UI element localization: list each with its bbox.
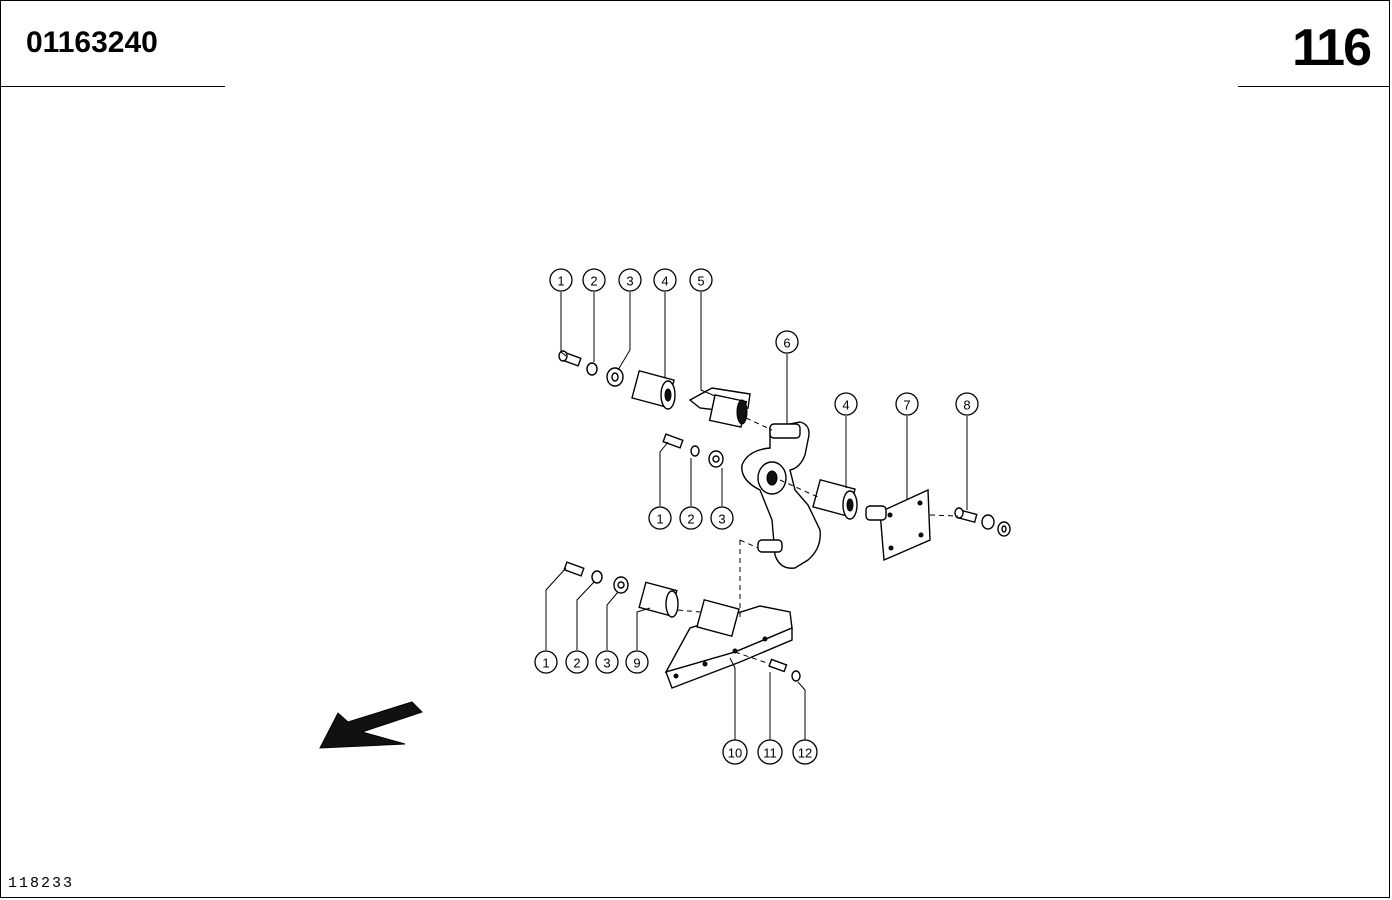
callout-part-4: 4 [834,392,858,416]
assembly-line [734,651,771,665]
leader-line [729,657,736,740]
svg-text:4: 4 [661,274,668,289]
nut-middle [708,450,724,468]
svg-text:9: 9 [633,656,640,671]
callout-part-11: 11 [757,739,783,765]
bolt-middle [662,433,684,449]
callout-part-7: 7 [895,392,919,416]
base-bracket [664,598,793,689]
callout-part-2: 2 [679,506,703,530]
leader-line [606,591,619,650]
svg-text:2: 2 [687,512,694,527]
callout-part-1: 1 [549,268,573,292]
swing-arm [741,421,821,569]
assembly-line [677,609,701,613]
assembly-line [779,479,821,499]
leader-line [617,292,631,371]
nut-upper [606,367,624,387]
callout-part-3: 3 [710,506,734,530]
svg-text:10: 10 [728,746,742,761]
bushing-upper [631,369,676,410]
callout-part-8: 8 [955,392,979,416]
bracket-upper [688,387,751,428]
svg-text:3: 3 [626,274,633,289]
callout-part-4: 4 [653,268,677,292]
callout-part-12: 12 [792,739,818,765]
callout-part-1: 1 [648,506,672,530]
leader-line [576,581,595,650]
bolt-lower [563,561,585,577]
callout-part-3: 3 [618,268,642,292]
bushing-lower [638,581,679,618]
bolt-right [954,507,978,524]
svg-text:1: 1 [656,512,663,527]
assembly-line [929,514,959,517]
svg-text:1: 1 [557,274,564,289]
leader-line [797,681,806,740]
svg-text:6: 6 [783,336,790,351]
svg-text:2: 2 [590,274,597,289]
drawing-id: 118233 [8,875,75,892]
doc-number: 01163240 [26,26,158,59]
assembly-line [739,539,759,549]
leader-line [659,441,669,506]
page-number: 116 [1292,19,1372,77]
callout-part-2: 2 [565,650,589,674]
svg-text:11: 11 [763,746,777,761]
svg-text:4: 4 [842,398,849,413]
washer-lower [591,570,603,584]
bolt-bracket [768,658,788,673]
assembly-line [745,417,773,431]
header-rule-left [0,86,225,87]
svg-text:7: 7 [903,398,910,413]
washer-upper [586,362,598,376]
callout-part-6: 6 [775,330,799,354]
svg-text:2: 2 [573,656,580,671]
callout-part-5: 5 [689,268,713,292]
nut-lower [613,576,629,594]
callout-part-1: 1 [534,650,558,674]
bushing-middle [812,478,858,520]
callout-part-9: 9 [625,650,649,674]
washer-middle [690,445,700,457]
leader-line [700,292,716,397]
leader-line [560,292,567,357]
callout-part-2: 2 [582,268,606,292]
washer-right [981,514,995,530]
svg-text:5: 5 [697,274,704,289]
svg-text:3: 3 [718,512,725,527]
svg-text:1: 1 [542,656,549,671]
arrow-down-left-icon [319,701,423,749]
leader-line [636,607,651,650]
washer-bracket [791,670,801,682]
mounting-plate [865,488,931,562]
svg-text:12: 12 [798,746,812,761]
svg-text:3: 3 [603,656,610,671]
callout-part-3: 3 [595,650,619,674]
callout-part-10: 10 [722,739,748,765]
nut-right [997,521,1011,537]
svg-text:8: 8 [963,398,970,413]
leader-line [545,567,567,650]
header-rule-right [1238,86,1390,87]
